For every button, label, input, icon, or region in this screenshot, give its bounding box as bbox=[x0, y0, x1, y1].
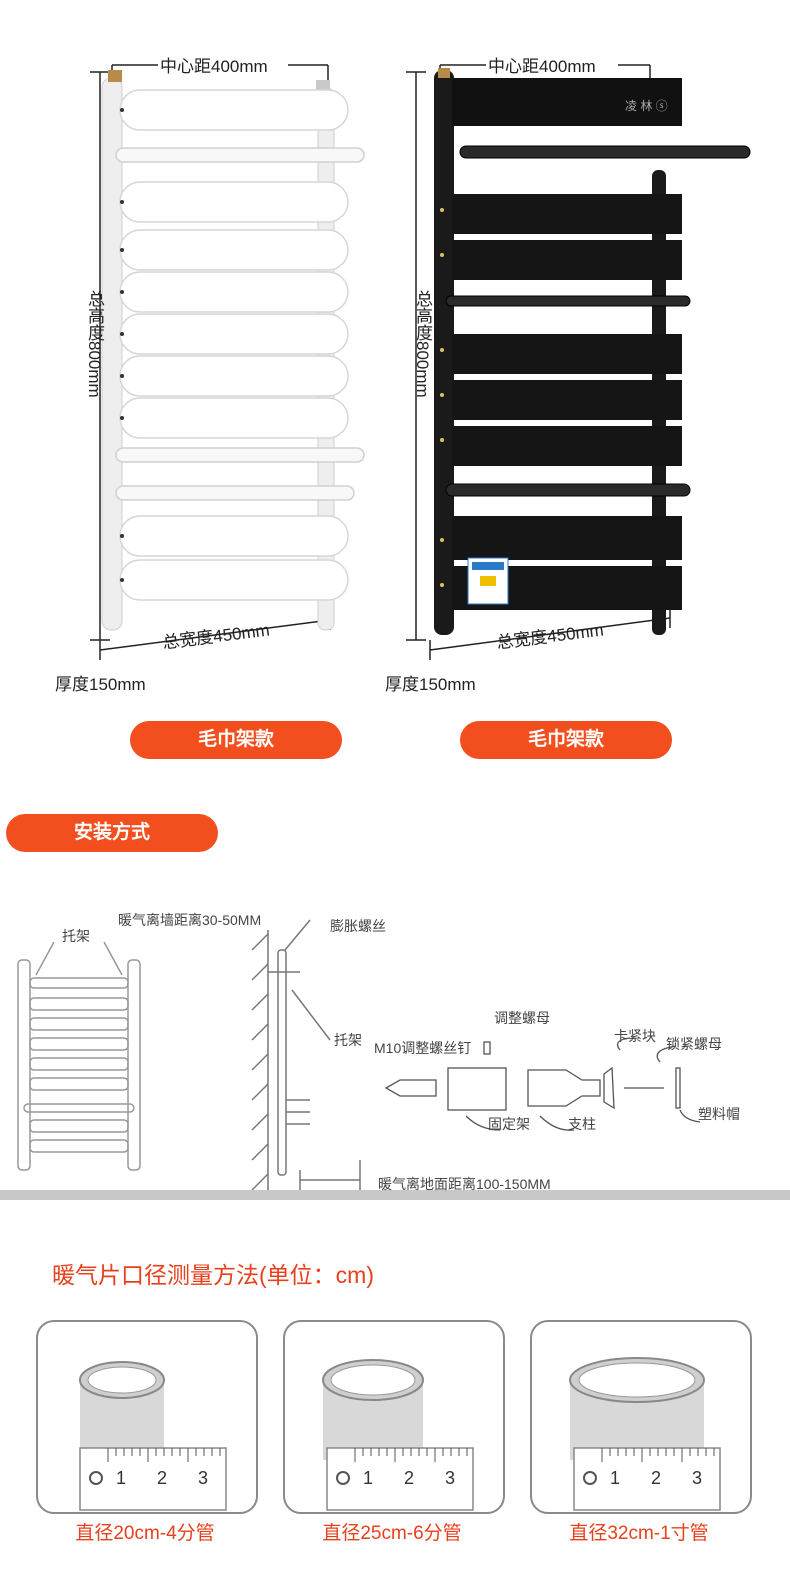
measure-caption-3: 直径32cm-1寸管 bbox=[569, 1523, 709, 1544]
ruler-tick-1: 1 bbox=[116, 1468, 127, 1488]
center-distance-label: 中心距400mm bbox=[488, 57, 596, 76]
ruler-tick-1: 1 bbox=[610, 1468, 621, 1488]
section-separator bbox=[0, 1190, 790, 1200]
thickness-label: 厚度150mm bbox=[55, 675, 146, 694]
label-plastic-cap: 塑料帽 bbox=[698, 1106, 740, 1122]
white-radiator-image bbox=[90, 64, 365, 660]
measure-card-2: 1 2 3 bbox=[283, 1320, 505, 1514]
ruler-tick-3: 3 bbox=[445, 1468, 456, 1488]
ruler-tick-2: 2 bbox=[404, 1468, 415, 1488]
ruler-tick-2: 2 bbox=[651, 1468, 662, 1488]
label-bracket-side: 托架 bbox=[334, 1032, 362, 1048]
thickness-label: 厚度150mm bbox=[385, 675, 476, 694]
style-button-black[interactable]: 毛巾架款 bbox=[460, 721, 672, 759]
center-distance-label: 中心距400mm bbox=[160, 57, 268, 76]
brand-mark: 凌 林 ⓢ bbox=[625, 99, 668, 113]
label-floor-distance: 暖气离地面距离100-150MM bbox=[378, 1176, 551, 1192]
label-m10-screw: M10调整螺丝钉 bbox=[374, 1040, 472, 1056]
pipe-ruler-illustration bbox=[79, 1361, 227, 1511]
total-height-label: 总高度800mm bbox=[413, 290, 432, 398]
label-pillar: 支柱 bbox=[568, 1116, 596, 1132]
install-diagram bbox=[0, 919, 790, 1200]
measure-card-3: 1 2 3 bbox=[530, 1320, 752, 1514]
install-section-title: 安装方式 bbox=[6, 814, 218, 852]
label-wall-distance: 暖气离墙距离30-50MM bbox=[118, 912, 262, 928]
measure-caption-1: 直径20cm-4分管 bbox=[75, 1523, 215, 1544]
label-lock-nut: 锁紧螺母 bbox=[666, 1036, 722, 1052]
measure-title: 暖气片口径测量方法(单位：cm) bbox=[52, 1262, 374, 1288]
label-bracket-top: 托架 bbox=[62, 928, 90, 944]
black-radiator-image: 凌 林 ⓢ bbox=[406, 64, 751, 660]
ruler-tick-3: 3 bbox=[692, 1468, 703, 1488]
style-button-white[interactable]: 毛巾架款 bbox=[130, 721, 342, 759]
ruler-tick-1: 1 bbox=[363, 1468, 374, 1488]
pipe-ruler-illustration bbox=[569, 1357, 721, 1511]
pipe-ruler-illustration bbox=[322, 1359, 474, 1511]
measure-caption-2: 直径25cm-6分管 bbox=[322, 1523, 462, 1544]
ruler-tick-3: 3 bbox=[198, 1468, 209, 1488]
ruler-tick-2: 2 bbox=[157, 1468, 168, 1488]
label-expansion-screw: 膨胀螺丝 bbox=[330, 918, 386, 934]
label-clamp-block: 卡紧块 bbox=[614, 1028, 656, 1044]
label-adjust-nut: 调整螺母 bbox=[494, 1010, 550, 1026]
total-height-label: 总高度800mm bbox=[85, 290, 104, 398]
label-fixed-frame: 固定架 bbox=[488, 1116, 530, 1132]
measure-card-1: 1 2 3 bbox=[36, 1320, 258, 1514]
